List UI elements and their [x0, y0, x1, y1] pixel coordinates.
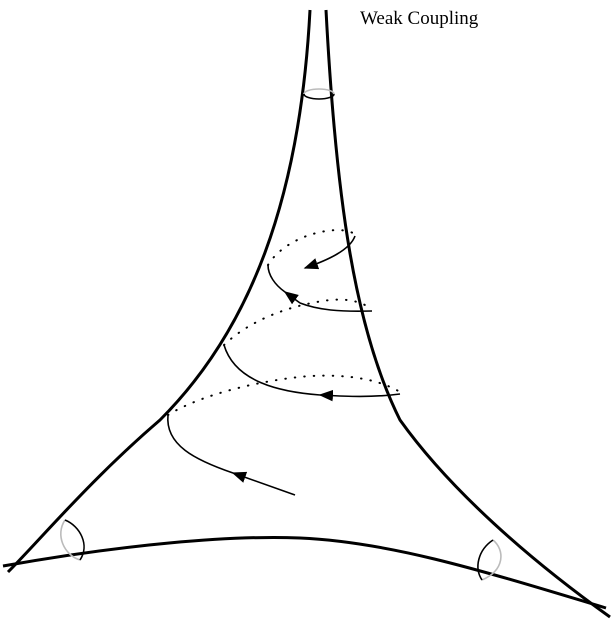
flow-hidden-2 — [223, 298, 373, 346]
top-cusp-ring — [303, 88, 335, 100]
flow-segment-8 — [303, 235, 356, 270]
flow-segment-5 — [299, 302, 373, 313]
surface-bottom-edge — [2, 535, 607, 610]
flow-segment-2 — [167, 414, 234, 474]
flow-hidden-1 — [167, 374, 401, 416]
weak-coupling-label: Weak Coupling — [360, 8, 479, 29]
left-cusp-ring — [60, 519, 85, 561]
flow-segment-3 — [318, 389, 401, 402]
right-cusp-ring — [477, 539, 502, 581]
flow-hidden-3 — [267, 228, 356, 266]
surface-right-edge — [324, 9, 611, 619]
flow-segment-7 — [267, 264, 286, 293]
surface-left-edge — [6, 9, 312, 574]
flow-segment-6 — [283, 291, 301, 305]
flow-segment-1 — [231, 471, 296, 496]
flow-segment-4 — [223, 344, 321, 396]
